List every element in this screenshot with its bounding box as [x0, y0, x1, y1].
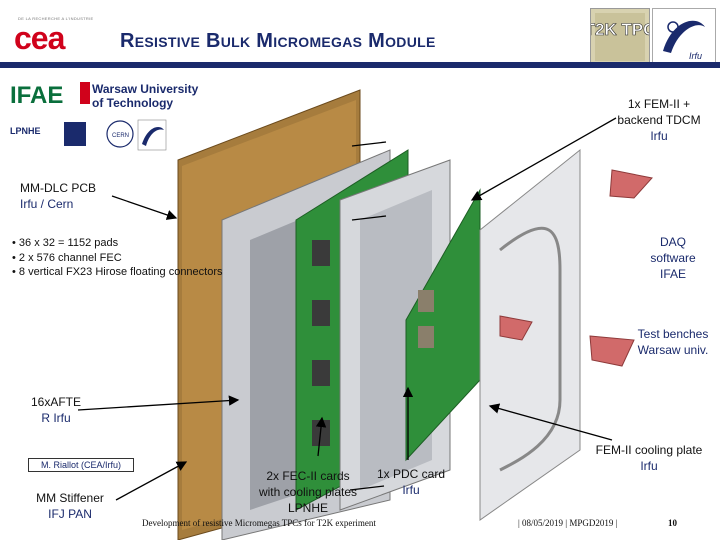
- org-caption: DE LA RECHERCHE A L'INDUSTRIE: [18, 16, 94, 21]
- arrow-fem: [470, 117, 617, 201]
- ifj-logo-icon: [64, 122, 86, 146]
- label-pdc-2: Irfu: [402, 483, 420, 497]
- label-stiffener-1: MM Stiffener: [36, 491, 104, 505]
- author-box: M. Riallot (CEA/Irfu): [28, 458, 134, 472]
- label-pcb-1: MM-DLC PCB: [20, 181, 97, 195]
- arrow-fec: [315, 416, 327, 457]
- irfu-small-logo-icon: [142, 126, 164, 146]
- cooling-pipe: [499, 226, 562, 472]
- warsaw-line2: of Technology: [92, 96, 174, 110]
- t2k-tpc-icon: T2K TPC: [584, 13, 656, 61]
- label-test-1: Test benches: [637, 327, 709, 341]
- label-afte: 16xAFTE R Irfu: [24, 394, 88, 426]
- lpnhe-logo: LPNHE: [10, 126, 41, 136]
- label-afte-2: R Irfu: [41, 411, 71, 425]
- arrow-cooling: [488, 403, 613, 441]
- pdc-component-2: [418, 326, 434, 348]
- spec-bullets: • 36 x 32 = 1152 pads • 2 x 576 channel …: [12, 236, 223, 280]
- label-daq: DAQ software IFAE: [638, 234, 708, 282]
- irfu-icon: Irfu: [663, 20, 705, 61]
- label-test: Test benches Warsaw univ.: [628, 326, 718, 358]
- label-fec: 2x FEC-II cards with cooling plates LPNH…: [248, 468, 368, 516]
- label-cooling-2: Irfu: [640, 459, 658, 473]
- bullet-1: • 36 x 32 = 1152 pads: [12, 237, 119, 249]
- label-fem-1: 1x FEM-II +: [627, 97, 691, 111]
- label-stiffener-2: IFJ PAN: [48, 507, 92, 521]
- header-rule: [0, 62, 720, 68]
- bullet-3: • 8 vertical FX23 Hirose floating connec…: [12, 266, 223, 278]
- warsaw-line1: Warsaw University: [92, 82, 199, 96]
- bench-clamp-1: [609, 169, 653, 199]
- cern-logo-icon: [106, 120, 134, 148]
- partner-logos-icon: LPNHE CERN: [10, 119, 167, 151]
- label-fem-2: backend TDCM: [617, 113, 701, 127]
- screw-1: [351, 141, 387, 147]
- label-pcb: MM-DLC PCB Irfu / Cern: [20, 180, 96, 212]
- bench-clamp-3: [499, 315, 533, 341]
- t2k-text: T2K TPC: [591, 20, 649, 39]
- bullet-2: • 2 x 576 channel FEC: [12, 251, 122, 264]
- label-fec-1: 2x FEC-II cards: [266, 469, 350, 483]
- pdc-component-1: [418, 290, 434, 312]
- afte-chip-2: [312, 300, 330, 326]
- slide-title: Resistive Bulk Micromegas Module: [120, 30, 436, 52]
- bench-clamp-2: [589, 335, 635, 367]
- screw-3: [349, 485, 385, 491]
- arrow-pcb: [111, 195, 178, 220]
- footer-page-number: 10: [668, 518, 677, 528]
- irfu-text: Irfu: [689, 51, 702, 61]
- footer-title: Development of resistive Micromegas TPCs…: [142, 518, 376, 528]
- label-pcb-2: Irfu / Cern: [20, 197, 74, 211]
- small-logos: LPNHE CERN: [8, 118, 168, 157]
- label-fec-2: with cooling plates: [258, 485, 358, 499]
- screw-2: [351, 215, 387, 221]
- ifae-logo: IFAE: [10, 82, 64, 109]
- label-pdc: 1x PDC card Irfu: [368, 466, 454, 498]
- label-daq-2: software: [650, 251, 696, 265]
- afte-chip-3: [312, 360, 330, 386]
- label-fem-3: Irfu: [650, 129, 668, 143]
- footer-date: | 08/05/2019 | MPGD2019 |: [518, 518, 618, 528]
- label-fem: 1x FEM-II + backend TDCM Irfu: [604, 96, 714, 144]
- cea-logo: cea: [14, 20, 65, 56]
- irfu-logo-top: Irfu: [652, 8, 716, 66]
- label-stiffener: MM Stiffener IFJ PAN: [24, 490, 116, 522]
- cern-logo: CERN: [112, 133, 129, 139]
- module-illustration: [177, 89, 653, 540]
- fem-cooling-plate: [479, 148, 581, 521]
- label-afte-1: 16xAFTE: [30, 395, 81, 409]
- label-cooling: FEM-II cooling plate Irfu: [582, 442, 716, 474]
- warsaw-logo: Warsaw University of Technology: [92, 82, 198, 110]
- label-cooling-1: FEM-II cooling plate: [595, 443, 703, 457]
- arrow-afte: [77, 395, 240, 411]
- arrow-stiffener: [115, 461, 188, 501]
- label-fec-3: LPNHE: [287, 501, 328, 515]
- label-daq-1: DAQ: [659, 235, 686, 249]
- afte-chip-1: [312, 240, 330, 266]
- label-pdc-1: 1x PDC card: [376, 467, 446, 481]
- warsaw-emblem-icon: [80, 82, 90, 104]
- label-test-2: Warsaw univ.: [637, 343, 709, 357]
- label-daq-3: IFAE: [659, 267, 686, 281]
- t2k-tpc-logo: T2K TPC: [584, 8, 656, 66]
